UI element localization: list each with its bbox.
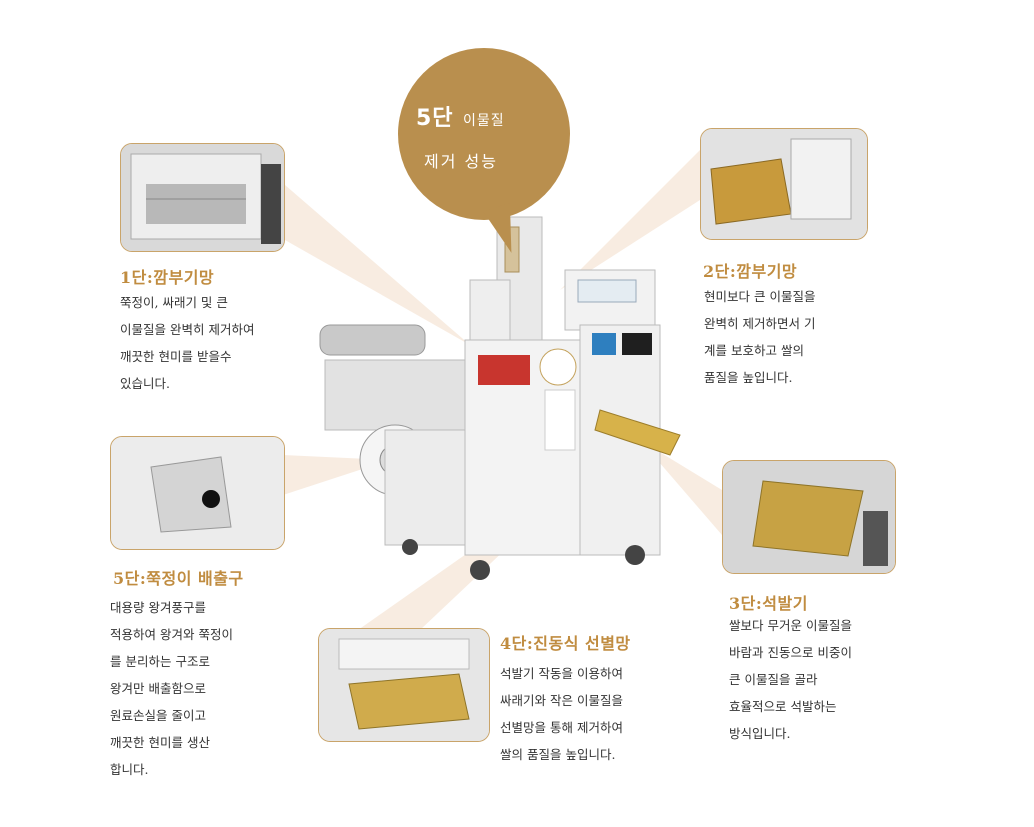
step3-title: 3단:석발기 bbox=[729, 594, 808, 613]
bubble-line1-text: 이물질 bbox=[463, 113, 505, 129]
step5-line: 원료손실을 줄이고 bbox=[110, 708, 206, 723]
step3-line: 바람과 진동으로 비중이 bbox=[729, 645, 852, 660]
step3-photo bbox=[722, 460, 896, 574]
step5-line: 를 분리하는 구조로 bbox=[110, 654, 210, 669]
step3-line: 효율적으로 석발하는 bbox=[729, 699, 837, 714]
step2-line: 계를 보호하고 쌀의 bbox=[704, 343, 804, 358]
step5-line: 왕겨만 배출함으로 bbox=[110, 681, 206, 696]
step5-line: 적용하여 왕겨와 쭉정이 bbox=[110, 627, 233, 642]
step1-title: 1단:깜부기망 bbox=[120, 268, 215, 287]
step5-line: 합니다. bbox=[110, 762, 149, 777]
step4-description: 석발기 작동을 이용하여 싸래기와 작은 이물질을 선별망을 통해 제거하여 쌀… bbox=[500, 660, 623, 768]
step4-line: 싸래기와 작은 이물질을 bbox=[500, 693, 623, 708]
step2-line: 현미보다 큰 이물질을 bbox=[704, 289, 816, 304]
step2-line: 완벽히 제거하면서 기 bbox=[704, 316, 816, 331]
step1-line: 있습니다. bbox=[120, 376, 170, 391]
headline-bubble: 5단 이물질 제거 성능 bbox=[398, 48, 570, 258]
step2-line: 품질을 높입니다. bbox=[704, 370, 793, 385]
bubble-number: 5단 bbox=[416, 106, 454, 131]
step2-description: 현미보다 큰 이물질을 완벽히 제거하면서 기 계를 보호하고 쌀의 품질을 높… bbox=[704, 283, 815, 391]
step5-photo bbox=[110, 436, 285, 550]
step5-description: 대용량 왕겨풍구를 적용하여 왕겨와 쭉정이 를 분리하는 구조로 왕겨만 배출… bbox=[110, 594, 233, 783]
step5-title: 5단:쭉정이 배출구 bbox=[113, 569, 244, 588]
step4-line: 쌀의 품질을 높입니다. bbox=[500, 747, 616, 762]
bubble-line1: 5단 이물질 bbox=[416, 100, 505, 132]
step4-photo bbox=[318, 628, 490, 742]
step3-line: 방식입니다. bbox=[729, 726, 791, 741]
step1-photo bbox=[120, 143, 285, 252]
step4-line: 석발기 작동을 이용하여 bbox=[500, 666, 623, 681]
rice-mill-machine bbox=[319, 216, 681, 580]
step5-line: 깨끗한 현미를 생산 bbox=[110, 735, 210, 750]
step5-line: 대용량 왕겨풍구를 bbox=[110, 600, 206, 615]
step3-line: 쌀보다 무거운 이물질을 bbox=[729, 618, 852, 633]
step1-line: 깨끗한 현미를 받을수 bbox=[120, 349, 232, 364]
step2-photo bbox=[700, 128, 868, 240]
step3-description: 쌀보다 무거운 이물질을 바람과 진동으로 비중이 큰 이물질을 골라 효율적으… bbox=[729, 612, 852, 747]
step1-line: 이물질을 완벽히 제거하여 bbox=[120, 322, 255, 337]
step2-title: 2단:깜부기망 bbox=[703, 262, 798, 281]
step1-description: 쭉정이, 싸래기 및 큰 이물질을 완벽히 제거하여 깨끗한 현미를 받을수 있… bbox=[120, 289, 254, 397]
step4-title: 4단:진동식 선별망 bbox=[500, 634, 631, 653]
step3-line: 큰 이물질을 골라 bbox=[729, 672, 818, 687]
bubble-line2: 제거 성능 bbox=[424, 152, 498, 171]
step4-line: 선별망을 통해 제거하여 bbox=[500, 720, 623, 735]
step1-line: 쭉정이, 싸래기 및 큰 bbox=[120, 295, 228, 310]
